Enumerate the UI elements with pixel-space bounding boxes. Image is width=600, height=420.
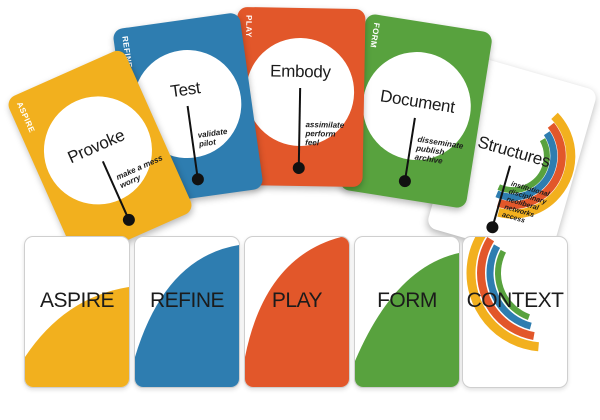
tile-label: REFINE [149, 289, 225, 312]
card-dot [398, 174, 412, 188]
refine-tile: REFINE [134, 236, 240, 388]
tile-label: CONTEXT [466, 289, 564, 312]
card-category-label: ASPIRE [14, 100, 37, 135]
card-tags: disseminate publish archive [414, 134, 465, 166]
card-dot [191, 172, 205, 187]
card-dot [120, 211, 137, 228]
tile-arc-shape [355, 253, 459, 387]
card-tags: assimilate perform feel [305, 120, 345, 148]
context-tile: CONTEXT [462, 236, 568, 388]
aspire-tile: ASPIRE [24, 236, 130, 388]
context-arcs-graphic [450, 93, 576, 219]
tile-arc-shape [25, 287, 129, 387]
card-dot [292, 161, 305, 175]
tile-arc-shape [466, 237, 567, 352]
card-category-label: PLAY [244, 15, 254, 38]
form-tile: FORM [354, 236, 460, 388]
context-card: CONTEXT Structures institutional discipl… [425, 55, 599, 263]
tile-label: FORM [377, 289, 437, 312]
tile-arc-shape [135, 245, 239, 387]
card-category-label: FORM [368, 22, 382, 49]
tile-arc-shape [245, 237, 349, 387]
tile-label: PLAY [271, 289, 323, 312]
play-tile: PLAY [244, 236, 350, 388]
tile-label: ASPIRE [39, 289, 115, 312]
card-word: Embody [269, 61, 331, 82]
